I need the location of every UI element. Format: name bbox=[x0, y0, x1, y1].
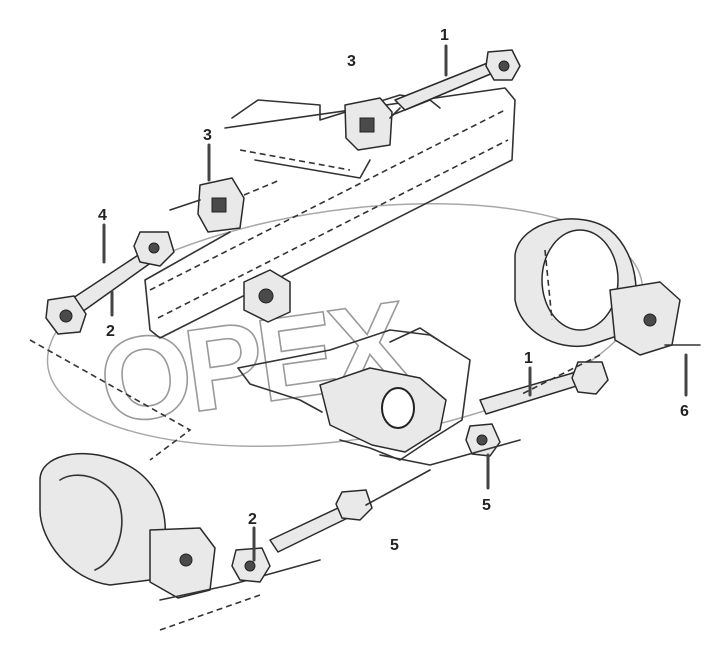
mid-bracket bbox=[169, 177, 281, 233]
lower-link-rod bbox=[231, 469, 431, 583]
upper-link-rod bbox=[389, 49, 521, 119]
callout-2-bottom: 2 bbox=[248, 511, 257, 528]
callout-6: 6 bbox=[680, 403, 689, 420]
callout-labels: 1 3 3 4 2 1 6 5 2 5 bbox=[98, 27, 689, 554]
callout-1-top: 1 bbox=[440, 27, 449, 44]
callout-1-right: 1 bbox=[524, 350, 533, 367]
frame-outline bbox=[29, 339, 601, 466]
left-link-rod bbox=[45, 231, 175, 335]
callout-leaders bbox=[102, 44, 688, 562]
center-bushing-block bbox=[243, 269, 291, 323]
lower-right-link-rod bbox=[465, 361, 609, 457]
callout-5-right: 5 bbox=[482, 497, 491, 514]
callout-2-left: 2 bbox=[106, 323, 115, 340]
callout-3-top: 3 bbox=[347, 53, 356, 70]
callout-5-bottom: 5 bbox=[390, 537, 399, 554]
callout-4: 4 bbox=[98, 207, 107, 224]
callout-3-mid: 3 bbox=[203, 127, 212, 144]
lower-left-hub-housing bbox=[39, 452, 321, 631]
upper-rail-bracket bbox=[344, 97, 441, 151]
central-cross-member bbox=[237, 327, 471, 461]
right-hub-housing bbox=[514, 218, 701, 356]
